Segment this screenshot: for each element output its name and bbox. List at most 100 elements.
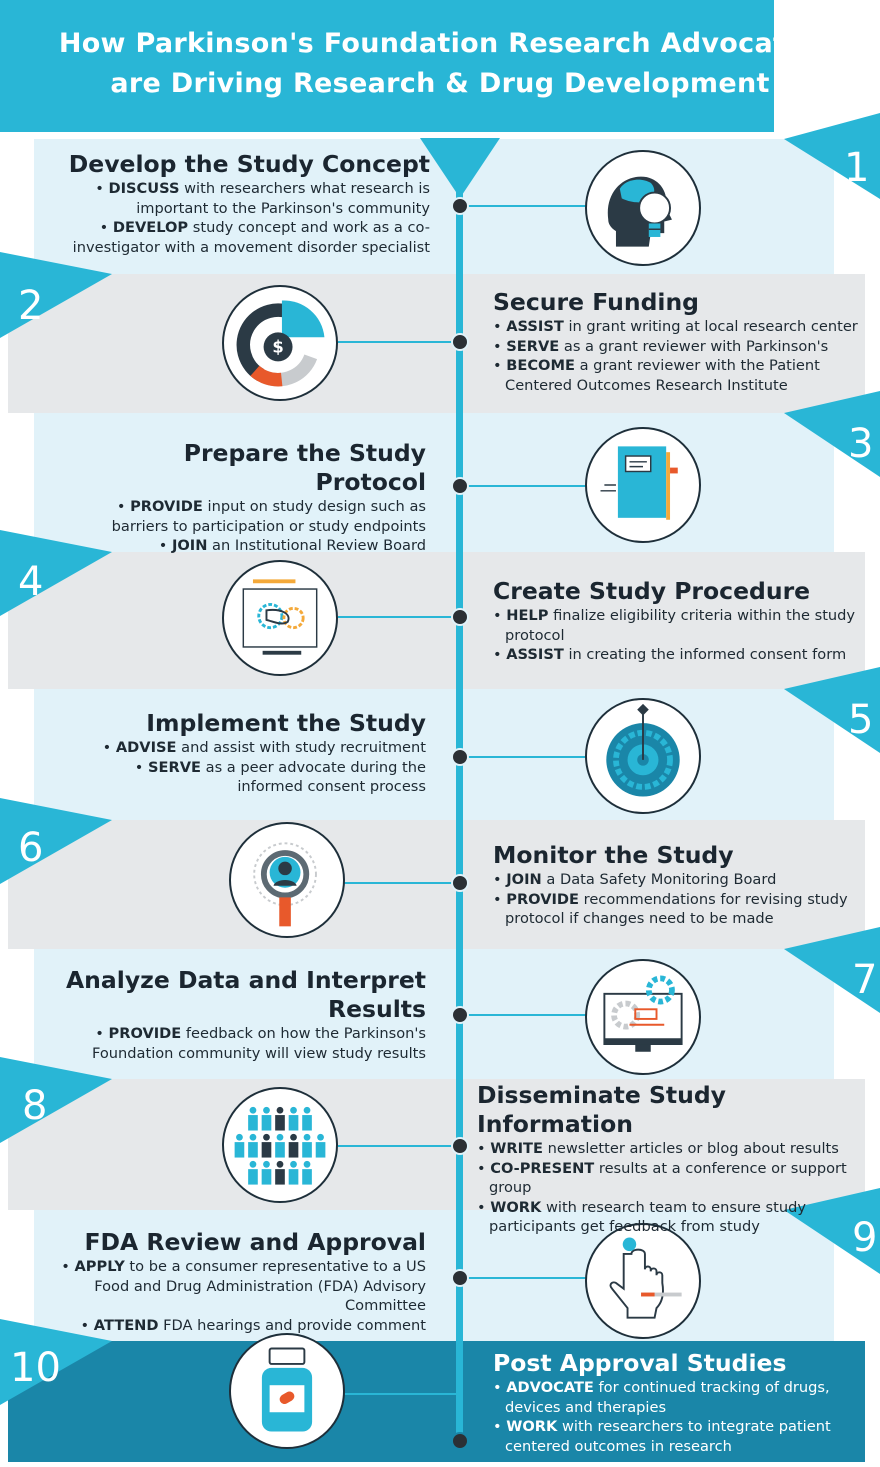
bullet-item: • WORK with research team to ensure stud… [477, 1198, 806, 1236]
page-title-line-2: are Driving Research & Drug Development [110, 68, 770, 99]
step-2-connector [338, 341, 460, 343]
step-2-text: Secure Funding • ASSIST in grant writing… [493, 288, 865, 395]
person-figure [288, 1106, 299, 1131]
funding-pie-chart-icon: $ [222, 285, 338, 401]
svg-text:$: $ [272, 338, 283, 357]
hand-pointer-icon [585, 1223, 701, 1339]
person-figure [248, 1106, 258, 1131]
bullet-keyword: ASSIST [506, 318, 564, 335]
target-arrow-icon [585, 698, 701, 814]
bullet-keyword: APPLY [74, 1258, 125, 1275]
computer-gears-icon [585, 959, 701, 1075]
header-banner: How Parkinson's Foundation Research Advo… [0, 0, 821, 132]
step-4-band [8, 552, 865, 689]
step-3-node [451, 477, 469, 495]
step-8-number: 8 [22, 1083, 48, 1129]
step-10-connector [340, 1393, 460, 1395]
step-4-text: Create Study Procedure • HELP finalize e… [493, 577, 865, 665]
bullet-item: • ASSIST in grant writing at local resea… [493, 318, 858, 335]
pill-bottle-icon [229, 1333, 345, 1449]
step-10-node [451, 1432, 469, 1450]
step-2-band [8, 274, 865, 413]
step-1-number: 1 [844, 145, 870, 191]
step-3-corner [784, 391, 880, 477]
person-figure [302, 1160, 312, 1185]
bullet-text: feedback on how the Parkinson's Foundati… [91, 1025, 426, 1062]
bullet-keyword: ASSIST [506, 646, 564, 664]
bullet-keyword: SERVE [148, 758, 201, 776]
person-figure [234, 1133, 245, 1158]
bullet-item: • WORK with researchers to integrate pat… [493, 1418, 831, 1455]
bullet-item: • HELP finalize eligibility criteria wit… [493, 607, 856, 644]
step-6-node [451, 874, 469, 892]
bullet-item: • ADVISE and assist with study recruitme… [102, 739, 426, 756]
bullet-keyword: DEVELOP [112, 219, 189, 237]
page-title: How Parkinson's Foundation Research Advo… [0, 24, 880, 104]
step-2-title: Secure Funding [493, 288, 700, 316]
step-5-text: Implement the Study • ADVISE and assist … [80, 709, 426, 797]
step-9-corner [784, 1188, 880, 1274]
bullet-keyword: JOIN [506, 871, 542, 888]
bullet-keyword: PROVIDE [506, 890, 580, 908]
step-10-text: Post Approval Studies • ADVOCATE for con… [493, 1349, 865, 1456]
step-10-number: 10 [10, 1345, 61, 1391]
bullet-item: • ADVOCATE for continued tracking of dru… [493, 1379, 830, 1416]
bullet-item: • WRITE newsletter articles or blog abou… [477, 1140, 839, 1157]
bullet-text: in creating the informed consent form [563, 646, 847, 664]
bullet-item: • PROVIDE feedback on how the Parkinson'… [91, 1025, 426, 1062]
bullet-keyword: ATTEND [93, 1316, 159, 1334]
bullet-item: • BECOME a grant reviewer with the Patie… [493, 357, 820, 394]
step-8-text: Disseminate Study Information • WRITE ne… [477, 1081, 865, 1237]
bullet-keyword: WRITE [490, 1140, 543, 1157]
step-1-connector [460, 205, 586, 207]
step-10-bullets: • ADVOCATE for continued tracking of dru… [493, 1378, 865, 1456]
blueprint-icon [222, 560, 338, 676]
bullet-text: newsletter articles or blog about result… [542, 1140, 839, 1157]
bullet-text: FDA hearings and provide comment [158, 1316, 426, 1334]
bullet-item: • PROVIDE input on study design such as … [111, 498, 426, 535]
bullet-text: with research team to ensure study parti… [489, 1198, 806, 1236]
bullet-keyword: DISCUSS [108, 180, 180, 197]
step-3-connector [460, 485, 586, 487]
person-figure [248, 1133, 258, 1158]
bullet-text: in grant writing at local research cente… [563, 318, 858, 335]
bullet-text: an Institutional Review Board [207, 537, 426, 555]
bullet-text: input on study design such as barriers t… [111, 498, 426, 535]
step-5-connector [460, 756, 586, 758]
step-3-text: Prepare the Study Protocol • PROVIDE inp… [70, 439, 426, 556]
step-6-text: Monitor the Study • JOIN a Data Safety M… [493, 841, 865, 929]
bullet-item: • PROVIDE recommendations for revising s… [493, 890, 848, 928]
person-figure [275, 1133, 285, 1158]
header-notch [420, 138, 500, 198]
person-figure [261, 1106, 272, 1131]
bullet-text: as a peer advocate during the informed c… [200, 758, 426, 796]
bullet-text: to be a consumer representative to a US … [94, 1258, 426, 1315]
bullet-item: • ATTEND FDA hearings and provide commen… [80, 1316, 426, 1334]
timeline-spine [456, 186, 463, 1442]
bullet-item: • CO-PRESENT results at a conference or … [477, 1159, 847, 1197]
step-4-node [451, 608, 469, 626]
step-4-number: 4 [18, 559, 44, 605]
bullet-keyword: WORK [490, 1198, 542, 1216]
step-7-text: Analyze Data and Interpret Results • PRO… [60, 966, 426, 1063]
bullet-item: • SERVE as a grant reviewer with Parkins… [493, 337, 829, 355]
person-figure [302, 1133, 312, 1158]
step-1-text: Develop the Study Concept • DISCUSS with… [30, 150, 430, 257]
protocol-book-icon [585, 427, 701, 543]
person-figure [275, 1160, 285, 1185]
step-8-connector [338, 1145, 460, 1147]
step-2-node [451, 333, 469, 351]
person-figure [261, 1160, 272, 1185]
step-9-number: 9 [852, 1215, 878, 1261]
step-5-title: Implement the Study [146, 709, 426, 737]
bullet-item: • SERVE as a peer advocate during the in… [134, 758, 426, 796]
bullet-text: for continued tracking of drugs, devices… [505, 1379, 830, 1416]
step-3-title: Prepare the Study Protocol [183, 439, 426, 496]
bullet-text: as a grant reviewer with Parkinson's [559, 337, 829, 355]
bullet-item: • JOIN a Data Safety Monitoring Board [493, 871, 777, 888]
person-figure [261, 1133, 272, 1158]
bullet-item: • DEVELOP study concept and work as a co… [72, 219, 430, 256]
bullet-text: study concept and work as a co-investiga… [72, 219, 430, 256]
bullet-text: a Data Safety Monitoring Board [541, 871, 777, 888]
step-8-node [451, 1137, 469, 1155]
